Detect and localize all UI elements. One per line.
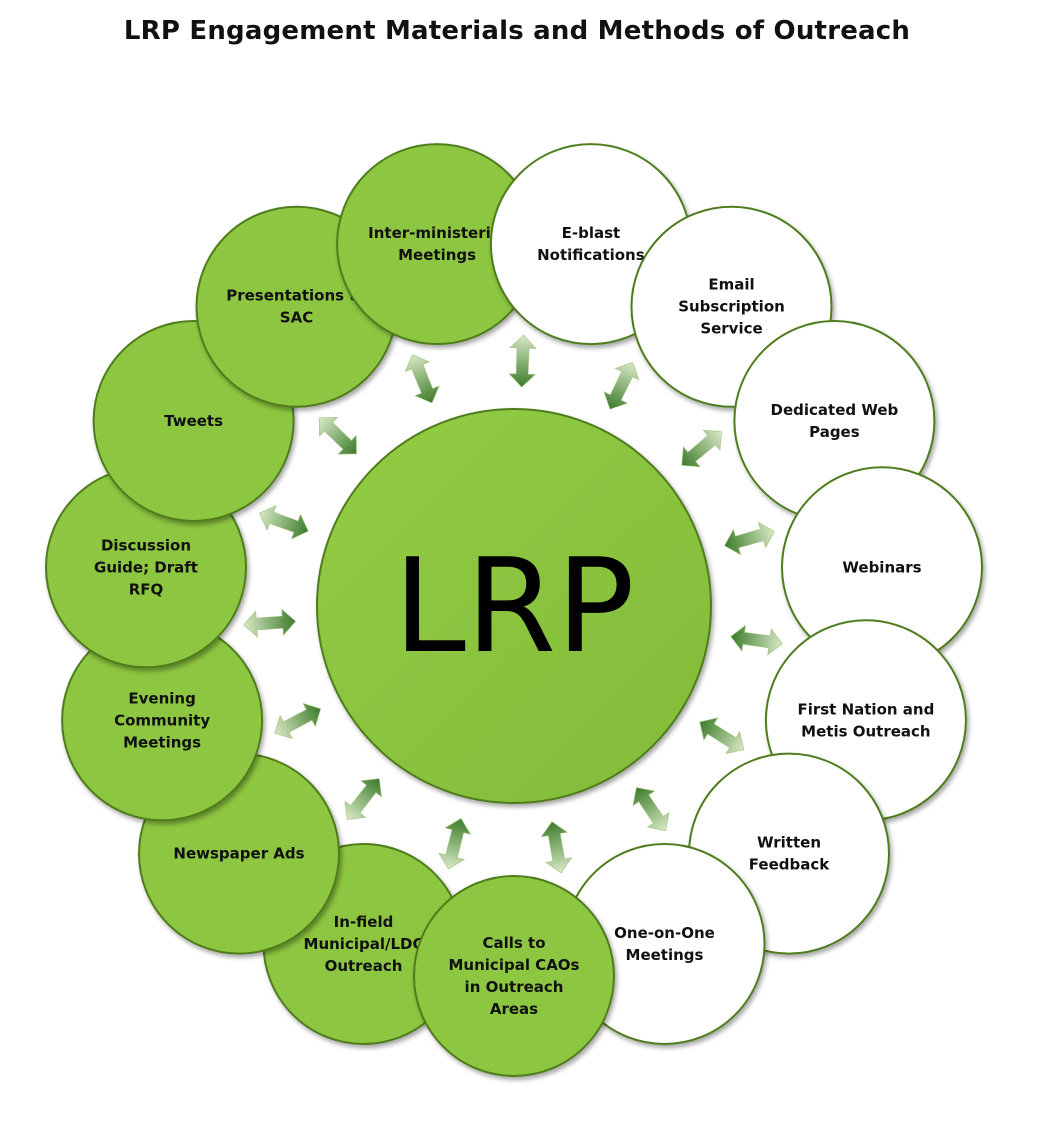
double-arrow-icon xyxy=(438,818,472,870)
double-arrow-icon xyxy=(681,429,722,468)
node-label: Email xyxy=(708,276,754,294)
node-label: E-blast xyxy=(562,224,621,242)
page-title: LRP Engagement Materials and Methods of … xyxy=(123,16,911,46)
node-label: Subscription xyxy=(678,298,785,316)
node-label: in Outreach xyxy=(465,978,564,996)
node-label: Written xyxy=(757,834,821,852)
double-arrow-icon xyxy=(730,624,783,656)
double-arrow-icon xyxy=(540,821,573,874)
node-circle xyxy=(413,875,615,1077)
center-circle xyxy=(316,408,712,804)
node-label: First Nation and xyxy=(797,700,934,718)
arrows-layer xyxy=(243,334,783,874)
node-label: Dedicated Web xyxy=(771,401,899,419)
node-label: Discussion xyxy=(101,536,191,554)
double-arrow-icon xyxy=(243,608,296,638)
node-label: One-on-One xyxy=(614,924,715,942)
node-label: Municipal/LDC xyxy=(304,935,424,953)
node-label: Tweets xyxy=(164,412,223,430)
node-label: Feedback xyxy=(749,856,830,874)
double-arrow-icon xyxy=(699,717,745,755)
node-label: Newspaper Ads xyxy=(173,845,304,863)
node-label: Webinars xyxy=(842,558,921,576)
node-label: Presentations to xyxy=(226,287,367,305)
node-label: Meetings xyxy=(123,733,201,751)
center-layer: LRP xyxy=(316,408,712,804)
node-label: Municipal CAOs xyxy=(449,956,580,974)
node-label: Metis Outreach xyxy=(801,722,930,740)
node-label: Guide; Draft xyxy=(94,558,198,576)
node-label: RFQ xyxy=(129,580,164,598)
double-arrow-icon xyxy=(258,504,309,540)
double-arrow-icon xyxy=(508,334,537,388)
node-label: Evening xyxy=(128,689,195,707)
center-label: LRP xyxy=(393,530,634,682)
double-arrow-icon xyxy=(404,354,440,404)
node-label: In-field xyxy=(334,913,394,931)
node-label: Service xyxy=(700,320,762,338)
node-label: Outreach xyxy=(325,957,403,975)
double-arrow-icon xyxy=(344,778,382,820)
double-arrow-icon xyxy=(318,417,357,455)
node-label: Pages xyxy=(809,423,860,441)
node-label: Meetings xyxy=(398,246,476,264)
node-label: Calls to xyxy=(482,934,545,952)
double-arrow-icon xyxy=(724,521,775,556)
node-label: Notifications xyxy=(537,246,645,264)
node-label: Meetings xyxy=(626,946,704,964)
node-webinars: Webinars xyxy=(781,466,983,669)
double-arrow-icon xyxy=(603,362,640,410)
double-arrow-icon xyxy=(274,702,322,740)
node-label: Inter-ministerial xyxy=(368,224,506,242)
node-label: Community xyxy=(114,711,210,729)
double-arrow-icon xyxy=(632,787,670,832)
node-label: SAC xyxy=(280,309,313,327)
node-label: Areas xyxy=(490,1000,538,1018)
